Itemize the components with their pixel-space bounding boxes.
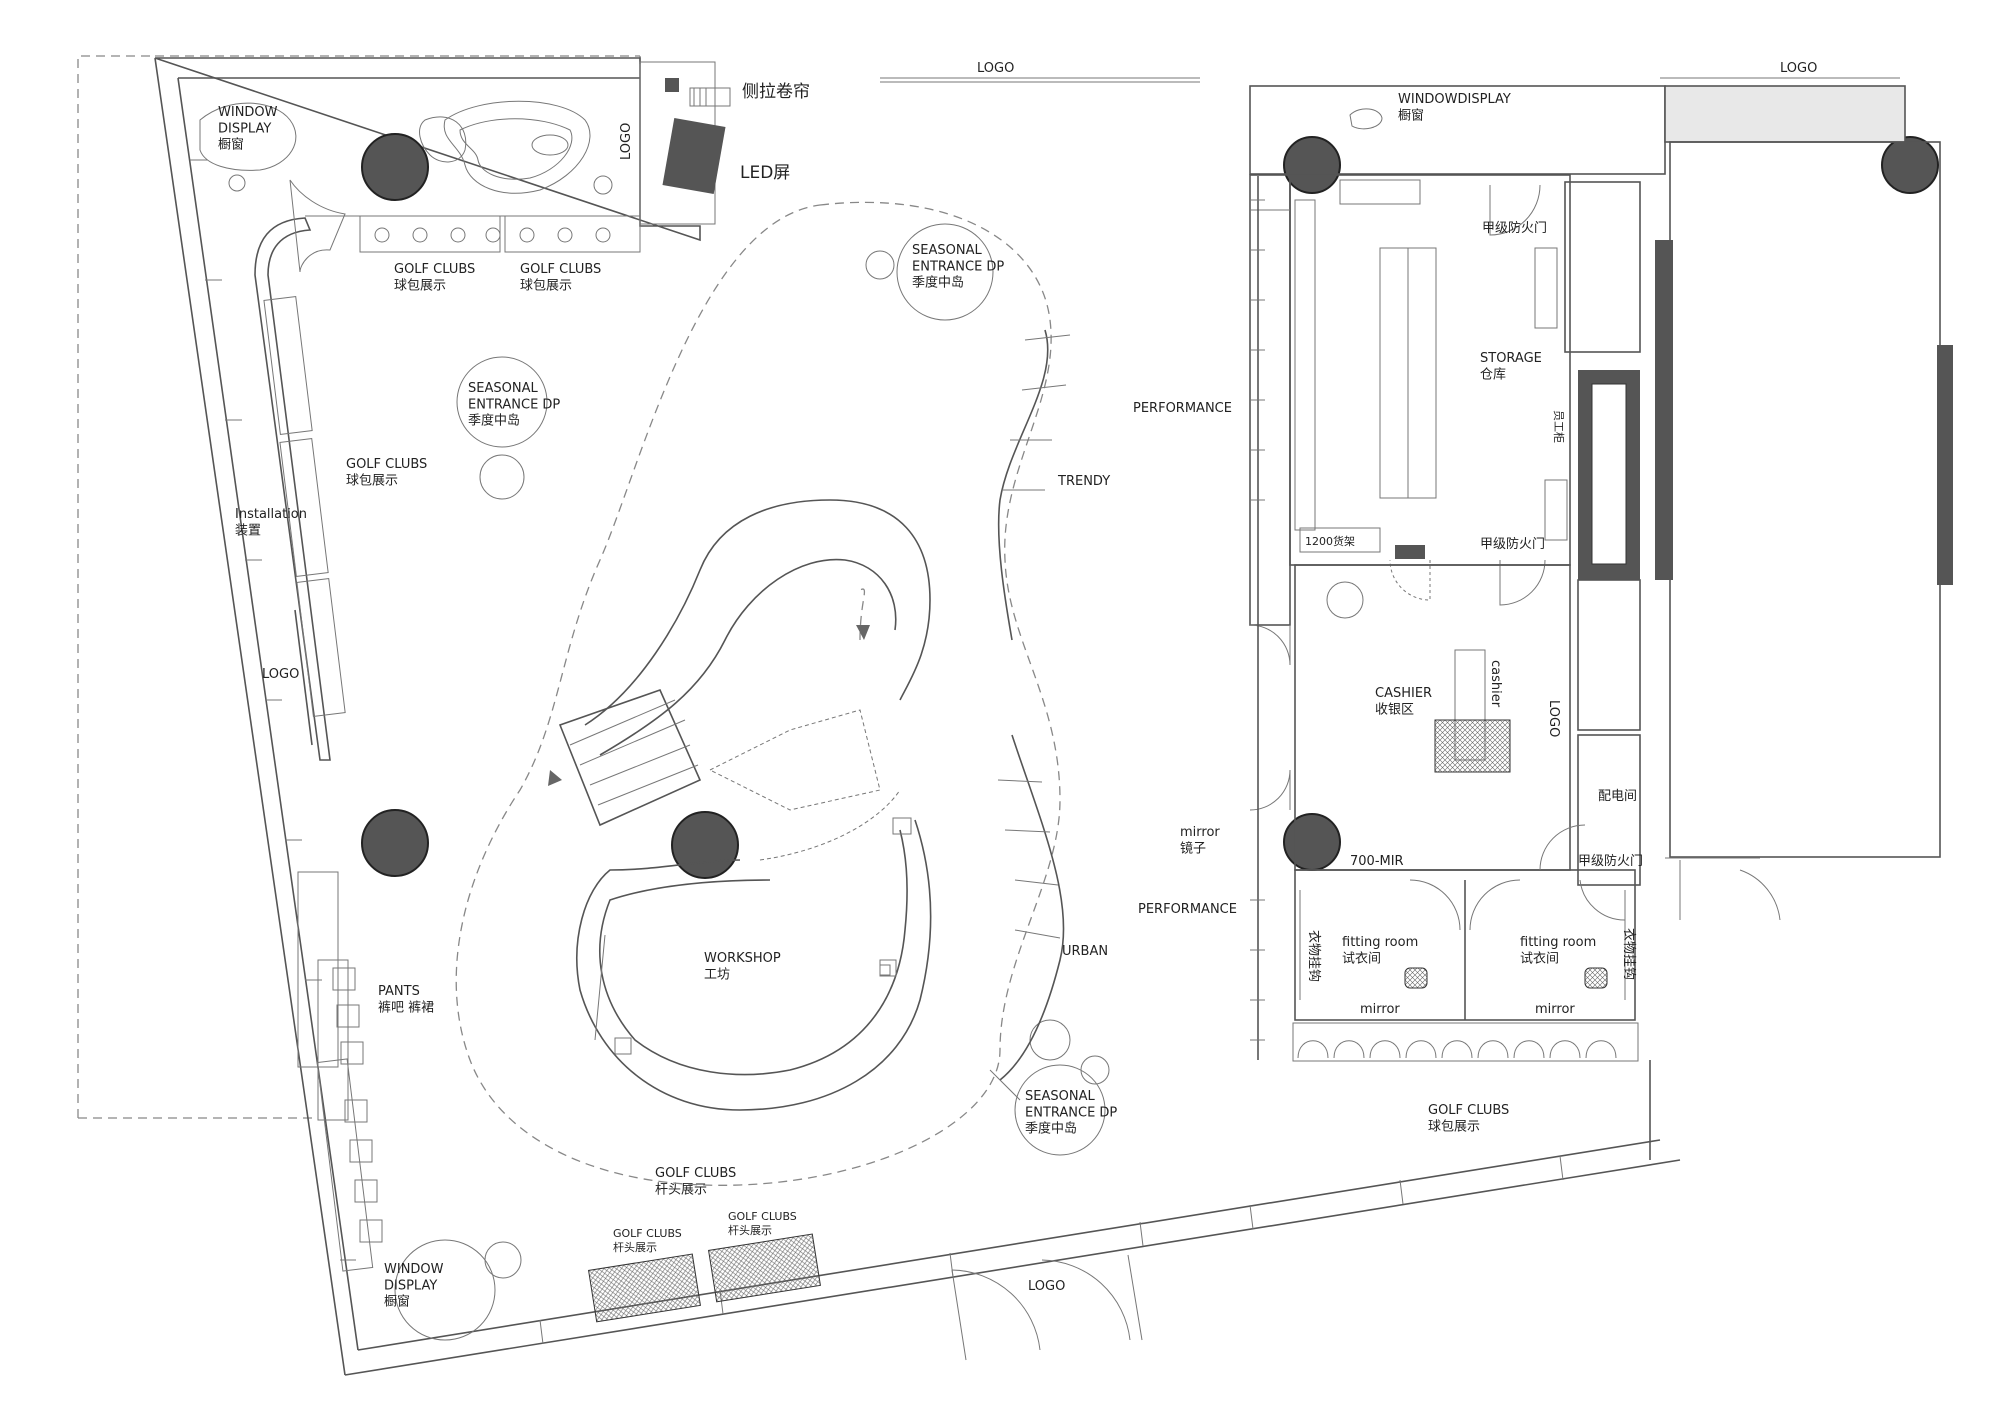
column-3 <box>671 811 739 879</box>
power-room-label: 配电间 <box>1598 789 1637 804</box>
cashier-desk-label: cashier <box>1488 660 1503 708</box>
performance-2-label: PERFORMANCE <box>1138 902 1237 917</box>
left-shop-outline <box>77 55 1681 1376</box>
logo-bottom-label: LOGO <box>1028 1279 1065 1294</box>
hanging-1-label: 衣物挂钩 <box>1306 930 1322 982</box>
mirror-2-label: mirror <box>1535 1002 1575 1017</box>
staff-cabinet-label: 员工柜 <box>1552 410 1565 443</box>
column-5 <box>1283 813 1341 871</box>
shelf-label: 1200货架 <box>1305 534 1355 548</box>
logo-left-label: LOGO <box>262 667 299 682</box>
circulation-loop <box>455 201 1061 1186</box>
storage-shelves <box>1294 179 1568 553</box>
trendy-label: TRENDY <box>1057 474 1110 489</box>
entrance-doors: LOGO <box>951 1254 1143 1361</box>
logo-cashier-label: LOGO <box>1546 700 1561 737</box>
logo-top-label: LOGO <box>977 61 1014 76</box>
led-corner: LOGO 侧拉卷帘 LED屏 <box>619 61 810 225</box>
performance-1-label: PERFORMANCE <box>1133 401 1232 416</box>
fire-door-2-label: 甲级防火门 <box>1480 536 1545 552</box>
fire-door-1-label: 甲级防火门 <box>1482 220 1547 236</box>
column-2 <box>361 809 429 877</box>
urban-label: URBAN <box>1062 944 1108 959</box>
logo-window-label: LOGO <box>619 123 634 160</box>
bench-row <box>1292 1022 1639 1062</box>
logo-top-right-label: LOGO <box>1780 61 1817 76</box>
curved-racks: TRENDY URBAN <box>989 329 1110 1101</box>
column-1 <box>361 133 429 201</box>
mirror-1-label: mirror <box>1360 1002 1400 1017</box>
columns <box>361 133 1939 879</box>
top-logo-bar: LOGO <box>880 61 1200 83</box>
mir-700-label: 700-MIR <box>1350 854 1404 869</box>
hanging-2-label: 衣物挂钩 <box>1621 928 1637 980</box>
fire-door-3-label: 甲级防火门 <box>1578 853 1643 869</box>
side-blind-label: 侧拉卷帘 <box>742 82 810 102</box>
cabinet-column: 配电间 <box>1564 181 1641 886</box>
led-screen-label: LED屏 <box>740 163 790 183</box>
column-4 <box>1283 136 1341 194</box>
column-6 <box>1881 136 1939 194</box>
